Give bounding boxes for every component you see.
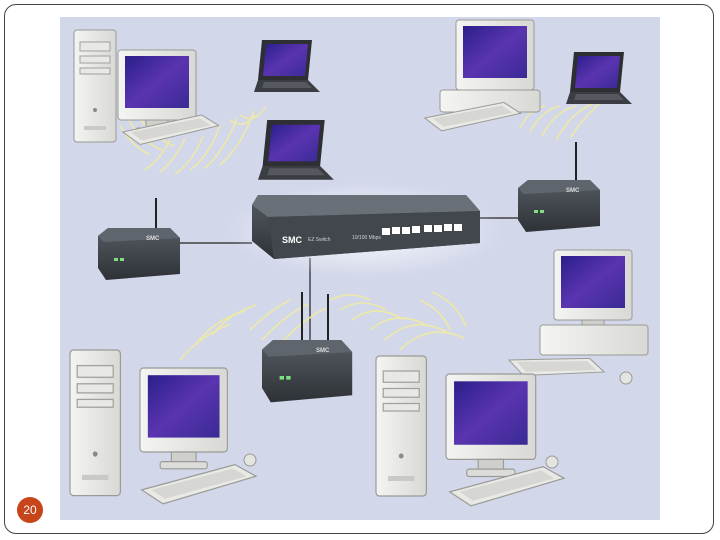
ap-brand-label: SMC [316,348,330,354]
laptop-icon [254,40,320,92]
laptop-icon [566,52,632,104]
desktop-computer-icon [70,350,120,496]
ap-brand-label: SMC [566,188,580,194]
desktop-computer-icon [554,250,632,334]
desktop-computer-icon [74,30,116,142]
desktop-computer-icon [140,368,227,469]
desktop-computer-icon [376,356,426,496]
switch-brand-label: SMC [282,235,303,245]
desktop-base-icon [540,325,648,355]
mouse-icon [244,454,256,466]
wireless-access-point-icon: SMC [98,198,180,280]
switch-subtitle-label: 10/100 Mbps [352,235,381,241]
ap-brand-label: SMC [146,236,160,242]
desktop-computer-icon [446,374,536,476]
page-number-badge: 20 [17,497,43,523]
mouse-icon [620,372,632,384]
switch-model-label: EZ Switch [308,237,331,243]
laptop-icon [258,120,334,180]
wireless-access-point-icon: SMC [518,142,600,232]
mouse-icon [546,456,558,468]
